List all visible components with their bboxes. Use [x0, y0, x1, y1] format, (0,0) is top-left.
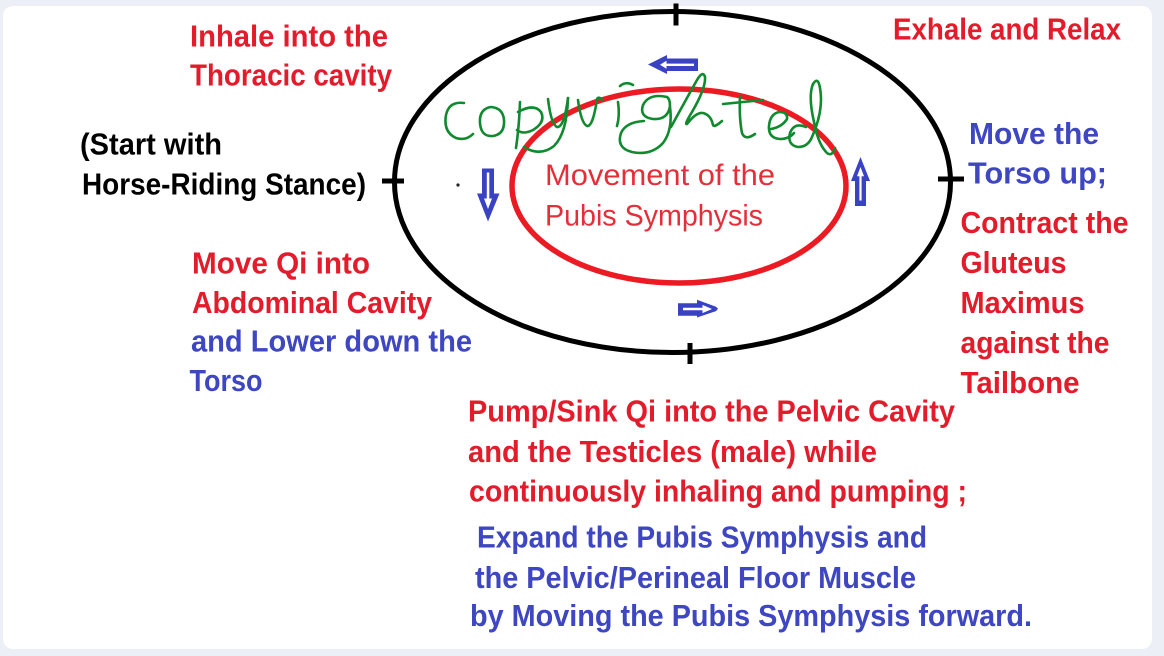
- svg-text:Pubis Symphysis: Pubis Symphysis: [545, 200, 763, 233]
- svg-text:Maximus: Maximus: [961, 285, 1085, 320]
- svg-text:Move the: Move the: [969, 116, 1099, 151]
- svg-text:Movement of the: Movement of the: [545, 159, 775, 192]
- svg-text:and the Testicles (male) while: and the Testicles (male) while: [468, 434, 877, 469]
- svg-text:continuously inhaling and pump: continuously inhaling and pumping ;: [469, 474, 967, 509]
- svg-text:against the: against the: [961, 325, 1110, 360]
- svg-text:the Pelvic/Perineal Floor Musc: the Pelvic/Perineal Floor Muscle: [475, 560, 916, 595]
- svg-text:(Start with: (Start with: [80, 126, 222, 161]
- svg-text:Inhale into the: Inhale into the: [190, 19, 388, 54]
- svg-text:and Lower down the: and Lower down the: [191, 324, 472, 359]
- svg-text:Move Qi into: Move Qi into: [192, 245, 370, 280]
- svg-text:Contract the: Contract the: [961, 205, 1129, 240]
- svg-text:Torso up;: Torso up;: [968, 156, 1107, 191]
- svg-text:Tailbone: Tailbone: [961, 365, 1080, 400]
- svg-text:by Moving the Pubis Symphysis: by Moving the Pubis Symphysis forward.: [470, 598, 1032, 633]
- svg-text:Gluteus: Gluteus: [961, 245, 1067, 280]
- svg-text:Abdominal Cavity: Abdominal Cavity: [192, 285, 433, 320]
- svg-text:Exhale and Relax: Exhale and Relax: [893, 11, 1122, 46]
- svg-text:Thoracic cavity: Thoracic cavity: [190, 58, 393, 93]
- svg-text:Pump/Sink Qi into the Pelvic C: Pump/Sink Qi into the Pelvic Cavity: [468, 394, 956, 429]
- svg-text:Horse-Riding Stance): Horse-Riding Stance): [82, 166, 366, 201]
- svg-text:Torso: Torso: [190, 363, 263, 398]
- svg-text:Expand the Pubis Symphysis and: Expand the Pubis Symphysis and: [477, 520, 927, 555]
